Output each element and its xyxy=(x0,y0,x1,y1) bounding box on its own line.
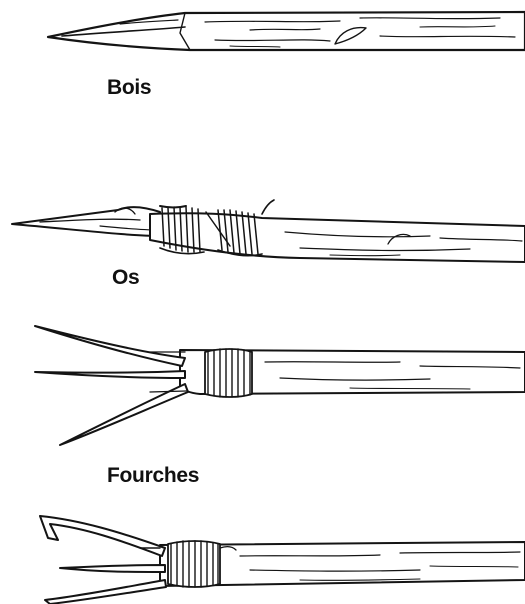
label-bone: Os xyxy=(112,266,139,290)
barbed-fork-spear xyxy=(40,516,525,604)
two-prong-fork-spear xyxy=(35,326,525,445)
two-prong-fork-lashing xyxy=(205,349,252,397)
bone-spear xyxy=(12,200,525,262)
wood-spear xyxy=(48,12,525,50)
label-forks: Fourches xyxy=(107,464,199,488)
label-wood: Bois xyxy=(107,76,151,100)
